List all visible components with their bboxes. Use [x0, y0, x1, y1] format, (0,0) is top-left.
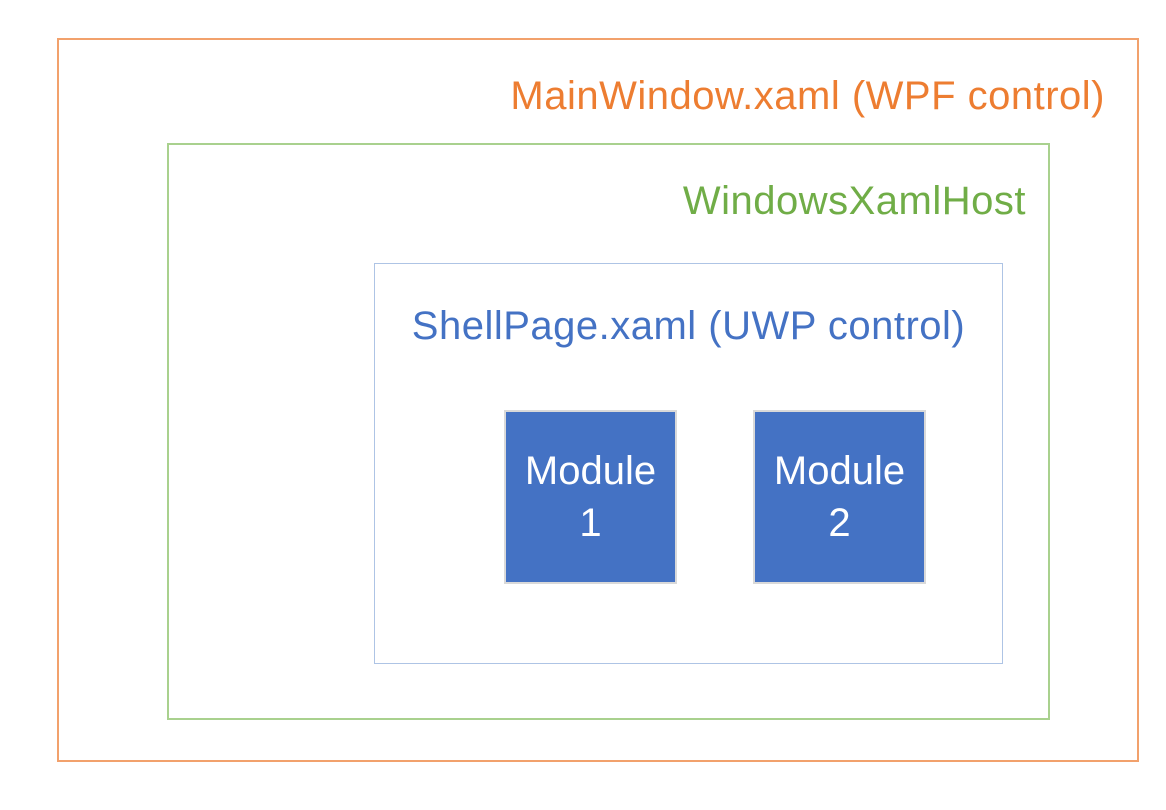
windowsxamlhost-box: WindowsXamlHost ShellPage.xaml (UWP cont… — [167, 143, 1050, 720]
shellpage-uwp-box: ShellPage.xaml (UWP control) Module 1 Mo… — [374, 263, 1003, 664]
module-1-label-line2: 1 — [579, 501, 602, 545]
windowsxamlhost-label: WindowsXamlHost — [682, 179, 1026, 223]
mainwindow-wpf-label: MainWindow.xaml (WPF control) — [510, 74, 1105, 118]
module-1-label-line1: Module — [524, 449, 657, 493]
mainwindow-wpf-box: MainWindow.xaml (WPF control) WindowsXam… — [57, 38, 1139, 762]
module-1-box: Module 1 — [504, 410, 677, 584]
shellpage-uwp-label: ShellPage.xaml (UWP control) — [411, 304, 966, 348]
module-2-label-line2: 2 — [828, 501, 851, 545]
module-2-box: Module 2 — [753, 410, 926, 584]
module-2-label-line1: Module — [773, 449, 906, 493]
